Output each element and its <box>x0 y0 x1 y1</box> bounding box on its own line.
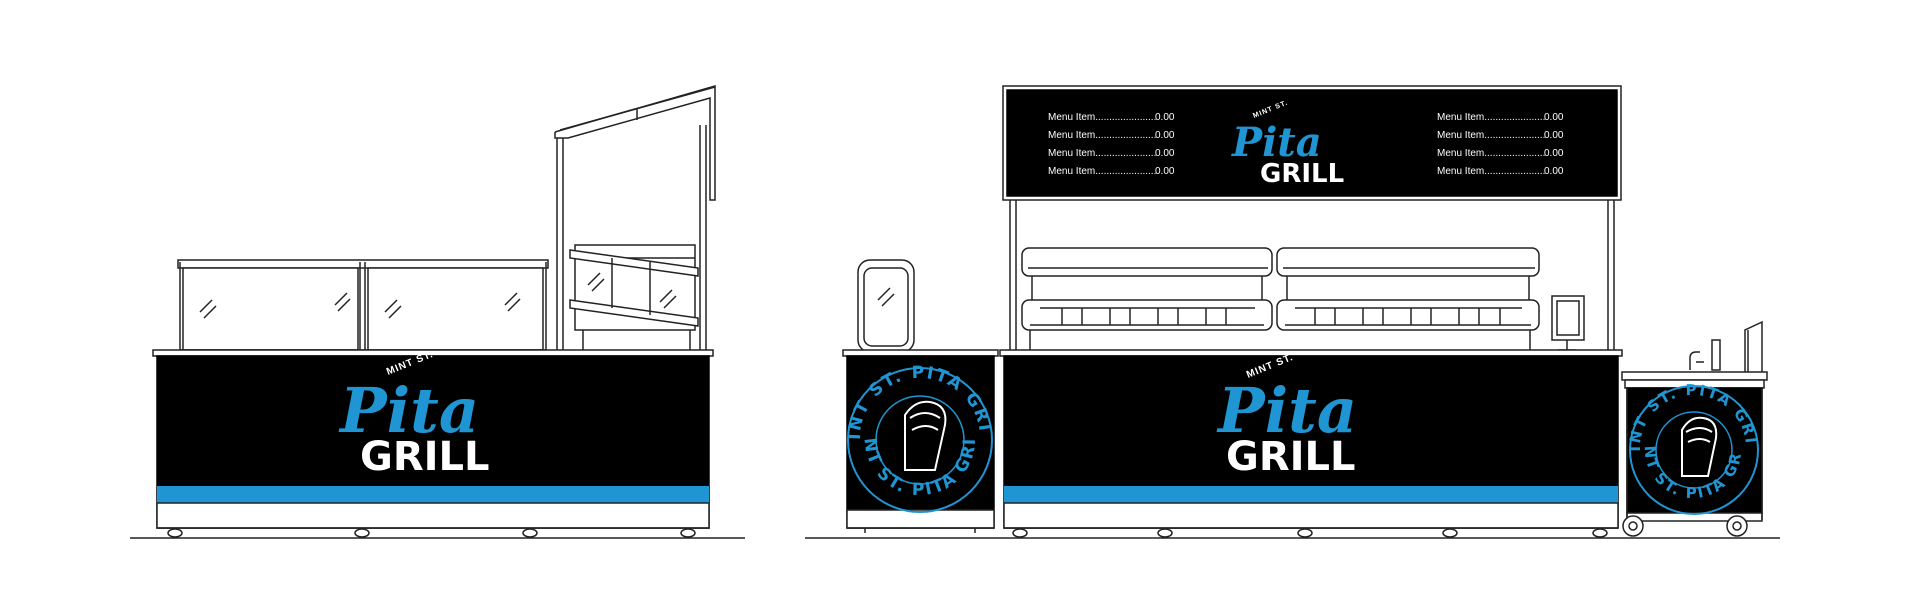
casters-main <box>1012 528 1608 538</box>
menu-list-left: Menu Item...................... 0.00 Men… <box>1048 112 1175 177</box>
sneeze-guard <box>177 259 549 352</box>
menu-item-price: 0.00 <box>1155 130 1175 141</box>
pita-grill-logo-main: MINT ST. Pita GRILL <box>1216 352 1357 480</box>
menu-list-right: Menu Item...................... 0.00 Men… <box>1437 112 1564 177</box>
menu-item-price: 0.00 <box>1544 166 1564 177</box>
sign-holder <box>1551 295 1585 351</box>
brand-block-word: GRILL <box>1260 159 1344 189</box>
pita-wrap-icon <box>1681 416 1718 477</box>
menu-item-price: 0.00 <box>1544 148 1564 159</box>
brand-block-word: GRILL <box>1226 434 1356 480</box>
menu-item-price: 0.00 <box>1544 112 1564 123</box>
menu-item-label: Menu Item...................... <box>1437 130 1545 141</box>
hand-sink-cart <box>1621 320 1768 537</box>
menu-item-price: 0.00 <box>1544 130 1564 141</box>
menu-board-content: Menu Item...................... 0.00 Men… <box>1048 99 1564 189</box>
brand-script-word: Pita <box>338 374 479 447</box>
side-unit-body <box>846 355 995 529</box>
counter-stripe-left <box>157 486 709 503</box>
counter-top-main <box>999 349 1623 357</box>
side-elevation-cart <box>130 85 745 539</box>
front-elevation-cart <box>805 85 1780 539</box>
menu-item-label: Menu Item...................... <box>1048 166 1156 177</box>
food-display-case <box>1021 247 1540 350</box>
brand-block-word: GRILL <box>360 434 490 480</box>
pita-grill-logo-menu-board: MINT ST. Pita GRILL <box>1231 99 1344 189</box>
sink-cart-body <box>1626 387 1763 514</box>
brand-script-word: Pita <box>1231 119 1322 166</box>
pita-wrap-icon <box>904 400 947 471</box>
food-pans <box>1040 307 1522 325</box>
menu-item-label: Menu Item...................... <box>1437 166 1545 177</box>
brand-script-word: Pita <box>1216 374 1357 447</box>
counter-stripe-main <box>1004 486 1618 503</box>
canopy-frame <box>554 85 716 355</box>
menu-item-label: Menu Item...................... <box>1048 148 1156 159</box>
menu-item-label: Menu Item...................... <box>1437 148 1545 159</box>
menu-item-label: Menu Item...................... <box>1437 112 1545 123</box>
side-sneeze-guard <box>857 259 915 353</box>
menu-item-price: 0.00 <box>1155 112 1175 123</box>
menu-item-label: Menu Item...................... <box>1048 130 1156 141</box>
menu-item-price: 0.00 <box>1155 148 1175 159</box>
casters-left <box>167 528 696 538</box>
side-unit-top <box>842 349 999 357</box>
menu-item-price: 0.00 <box>1155 166 1175 177</box>
menu-board <box>1006 89 1618 197</box>
menu-item-label: Menu Item...................... <box>1048 112 1156 123</box>
